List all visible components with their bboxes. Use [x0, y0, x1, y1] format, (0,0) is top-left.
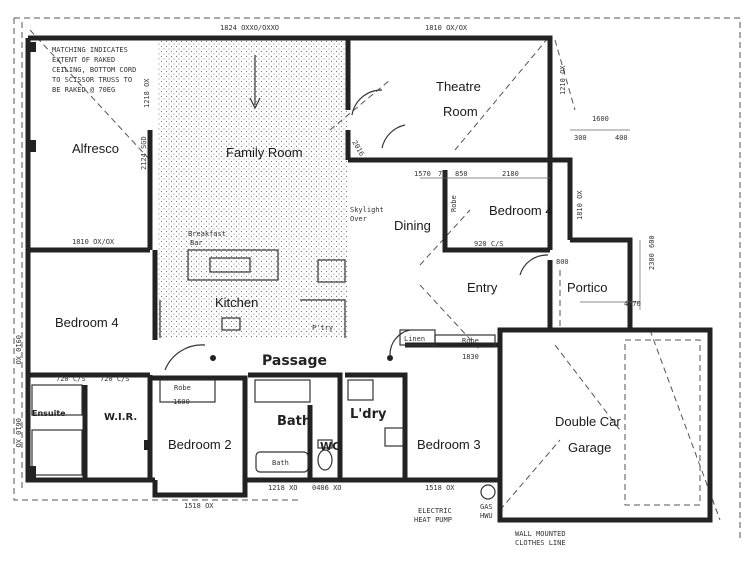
room-ensuite: Ensuite	[32, 409, 66, 418]
raked-note-line2: EXTENT OF RAKED	[52, 56, 115, 64]
dim-1570: 1570	[414, 170, 431, 178]
breakfast-line1: Breakfast	[188, 230, 226, 238]
gas-hwu-line1: GAS	[480, 503, 493, 511]
linen: Linen	[404, 335, 425, 343]
dim-top-family: 1824 OXXO/OXXO	[220, 24, 279, 32]
room-bedroom4-left: Bedroom 4	[55, 315, 119, 330]
room-kitchen: Kitchen	[215, 295, 258, 310]
room-garage-line1: Double Car	[555, 414, 621, 429]
dim-wc-window: 0406 XO	[312, 484, 342, 492]
roof-hip-lines	[27, 29, 721, 521]
room-bedroom2: Bedroom 2	[168, 437, 232, 452]
dim-1210v: 1210 OX	[559, 65, 567, 95]
room-bedroom4-upper: Bedroom 4	[489, 203, 553, 218]
dim-920: 920 C/S	[474, 240, 504, 248]
room-dining: Dining	[394, 218, 431, 233]
room-wir: W.I.R.	[104, 412, 137, 423]
annotations: MATCHING INDICATES EXTENT OF RAKED CEILI…	[52, 46, 566, 547]
dim-1600b: 1600	[173, 398, 190, 406]
dim-left-side: 0910 XO	[14, 335, 22, 365]
dim-720a: 720 C/S	[56, 375, 86, 383]
bath-tub: Bath	[272, 459, 289, 467]
dim-1600: 1600	[592, 115, 609, 123]
raked-note-line4: TO SCISSOR TRUSS TO	[52, 76, 132, 84]
boundary-lines	[13, 17, 741, 540]
dim-1830: 1830	[462, 353, 479, 361]
dim-bed3-window: 1518 OX	[425, 484, 455, 492]
dim-bed2-window: 1218 XO	[268, 484, 298, 492]
raked-ceiling-hatch	[158, 38, 348, 338]
robe-upper: Robe	[450, 195, 458, 212]
dim-720b: 720 C/S	[100, 375, 130, 383]
dimension-lines	[420, 129, 641, 310]
room-entry: Entry	[467, 280, 498, 295]
dim-300: 300	[574, 134, 587, 142]
dim-ensuite-side: 0610 XO	[14, 418, 22, 448]
room-wc: WC	[320, 440, 340, 453]
dim-2016: 2016	[350, 139, 365, 158]
robe-bed2: Robe	[174, 384, 191, 392]
robe-bed3: Robe	[462, 337, 479, 345]
skylight-line1: Skylight	[350, 206, 384, 214]
gas-hwu-line2: HWU	[480, 512, 493, 520]
dim-800: 800	[556, 258, 569, 266]
dim-1810v: 1810 OX	[576, 190, 584, 220]
dim-alfresco-bottom: 1810 OX/OX	[72, 238, 115, 246]
dim-4570: 4570	[624, 300, 641, 308]
walls	[25, 35, 713, 523]
room-family: Family Room	[226, 145, 303, 160]
room-theatre-line1: Theatre	[436, 79, 481, 94]
room-alfresco: Alfresco	[72, 141, 119, 156]
room-bedroom3: Bedroom 3	[417, 437, 481, 452]
room-bath: Bath	[277, 414, 311, 429]
heat-pump-line2: HEAT PUMP	[414, 516, 452, 524]
dim-850: 850	[455, 170, 468, 178]
dim-70: 70	[438, 170, 446, 178]
raked-note-line1: MATCHING INDICATES	[52, 46, 128, 54]
room-passage: Passage	[262, 353, 327, 369]
heat-pump-line1: ELECTRIC	[418, 507, 452, 515]
dim-2300: 2300	[648, 253, 656, 270]
fixtures	[26, 42, 701, 506]
dim-2180: 2180	[502, 170, 519, 178]
raked-note-line5: BE RAKED @ 70EG	[52, 86, 115, 94]
raked-note-line3: CEILING, BOTTOM CORD	[52, 66, 136, 74]
room-theatre-line2: Room	[443, 104, 478, 119]
room-laundry: L'dry	[350, 407, 387, 422]
room-portico: Portico	[567, 280, 607, 295]
dim-1218v: 1218 OX	[143, 78, 151, 108]
dimension-labels: 1824 OXXO/OXXO 1810 OX/OX 1810 OX/OX 121…	[14, 24, 656, 510]
dim-2124: 2124 SGD	[140, 136, 148, 170]
room-labels: Alfresco Family Room Theatre Room Dining…	[32, 79, 621, 455]
room-garage-line2: Garage	[568, 440, 611, 455]
dim-600: 600	[648, 235, 656, 248]
clothes-line-line2: CLOTHES LINE	[515, 539, 566, 547]
dim-bed-left-bottom: 1518 OX	[184, 502, 214, 510]
breakfast-line2: Bar	[190, 239, 203, 247]
clothes-line-line1: WALL MOUNTED	[515, 530, 566, 538]
dim-top-theatre: 1810 OX/OX	[425, 24, 468, 32]
pantry: P'try	[312, 324, 333, 332]
dim-400: 400	[615, 134, 628, 142]
skylight-line2: Over	[350, 215, 367, 223]
